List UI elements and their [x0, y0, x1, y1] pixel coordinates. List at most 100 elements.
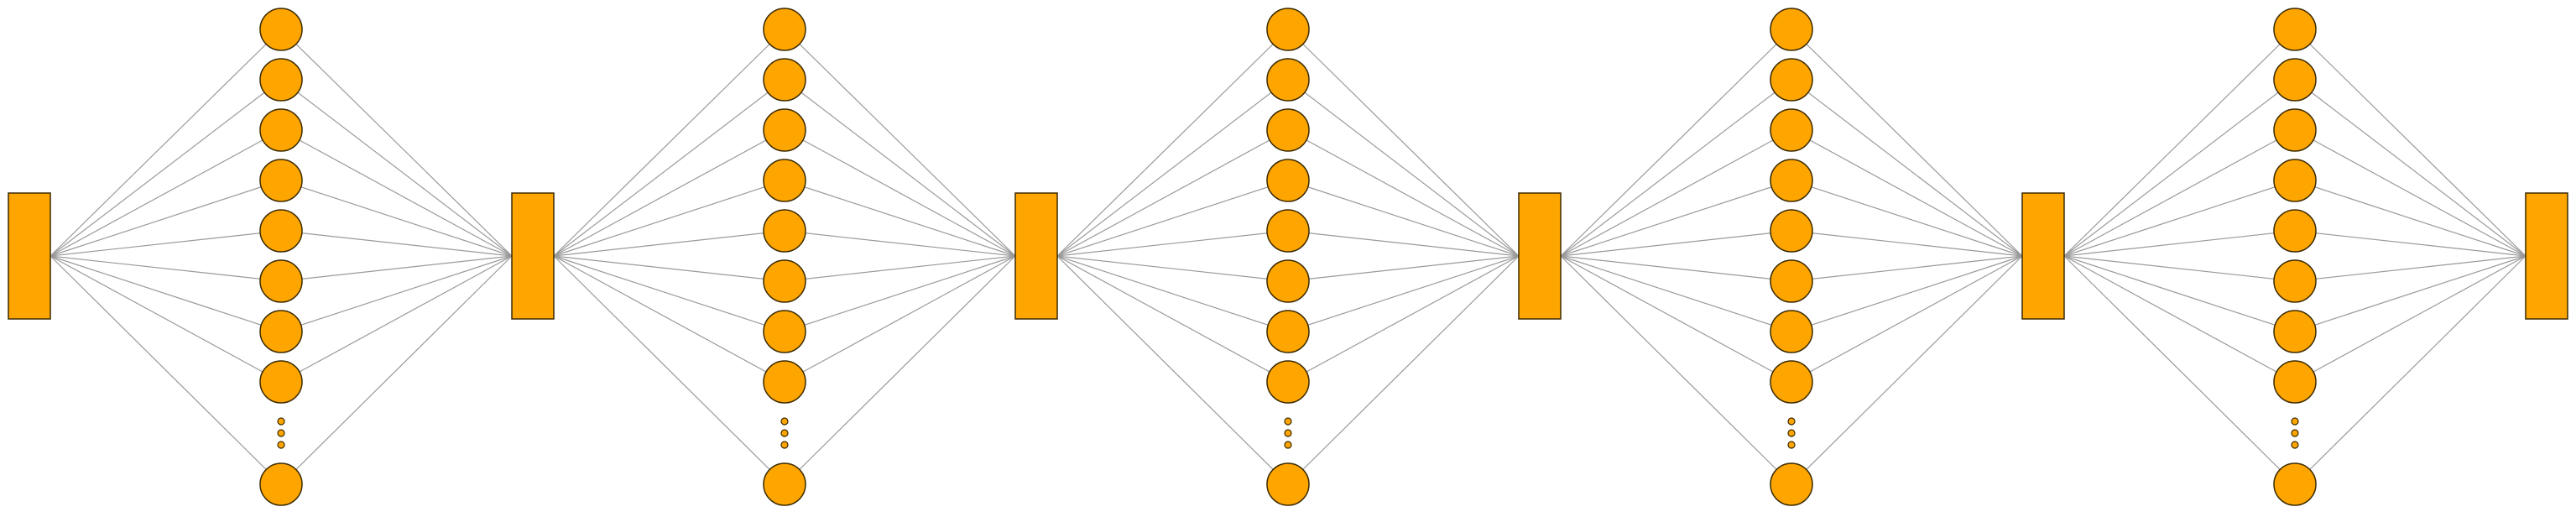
- edge: [280, 129, 513, 257]
- edge: [1287, 129, 1520, 257]
- edge: [280, 255, 513, 485]
- edge: [50, 230, 282, 257]
- ellipsis-dot: [780, 441, 789, 449]
- edge: [280, 180, 513, 257]
- edge: [1560, 255, 1792, 332]
- edge: [1791, 79, 2023, 257]
- edge: [1056, 180, 1289, 257]
- edge: [1791, 129, 2023, 257]
- neuron-node: [763, 8, 806, 51]
- neuron-node: [259, 209, 303, 253]
- edge: [1056, 230, 1289, 257]
- ellipsis-dot: [1787, 417, 1796, 426]
- edge: [2294, 79, 2526, 257]
- neuron-node: [1266, 108, 1310, 152]
- edge: [2063, 255, 2296, 332]
- edge: [1791, 255, 2023, 332]
- neuron-node: [259, 58, 303, 102]
- neuron-node: [1266, 8, 1310, 51]
- neuron-node: [259, 259, 303, 303]
- blocks: [8, 192, 2568, 320]
- edge: [1287, 29, 1520, 257]
- edge: [1791, 255, 2023, 383]
- neuron-node: [763, 108, 806, 152]
- edge: [1287, 255, 1520, 485]
- neuron-node: [1770, 462, 1813, 506]
- input-output-block: [2525, 192, 2568, 320]
- edge: [2294, 129, 2526, 257]
- neuron-node: [1266, 462, 1310, 506]
- neuron-node: [2273, 58, 2317, 102]
- neuron-node: [2273, 462, 2317, 506]
- ellipsis-dot: [1787, 429, 1796, 437]
- edge: [1560, 180, 1792, 257]
- edge: [280, 255, 513, 383]
- edge: [1056, 255, 1289, 332]
- neuron-node: [1266, 259, 1310, 303]
- neuron-node: [1266, 209, 1310, 253]
- edge: [2063, 255, 2296, 383]
- edge: [280, 29, 513, 257]
- neuron-node: [763, 360, 806, 404]
- neuron-node: [763, 159, 806, 202]
- edge: [1560, 230, 1792, 257]
- edge: [553, 180, 785, 257]
- edge: [1560, 255, 1792, 485]
- neuron-node: [259, 360, 303, 404]
- edge: [280, 230, 513, 257]
- neuron-node: [259, 310, 303, 353]
- edge: [2294, 255, 2526, 282]
- ellipsis-dot: [2291, 429, 2299, 437]
- input-output-block: [8, 192, 51, 320]
- edge: [2294, 180, 2526, 257]
- edge: [1791, 230, 2023, 257]
- ellipsis-dot: [1284, 429, 1292, 437]
- neuron-node: [763, 209, 806, 253]
- neuron-node: [1770, 209, 1813, 253]
- edge: [1560, 79, 1792, 257]
- ellipsis-dot: [780, 429, 789, 437]
- edge: [784, 255, 1016, 282]
- edge: [1560, 255, 1792, 282]
- edge: [1287, 180, 1520, 257]
- edge: [2294, 29, 2526, 257]
- edge: [784, 255, 1016, 383]
- edge: [1056, 29, 1289, 257]
- edge: [1287, 255, 1520, 282]
- neuron-node: [1770, 8, 1813, 51]
- edge: [784, 129, 1016, 257]
- neuron-node: [259, 159, 303, 202]
- input-output-block: [1014, 192, 1058, 320]
- edge: [1287, 255, 1520, 383]
- edge: [553, 255, 785, 332]
- edge: [784, 255, 1016, 485]
- neuron-node: [2273, 360, 2317, 404]
- ellipsis-dot: [277, 429, 285, 437]
- neuron-node: [1770, 108, 1813, 152]
- neuron-node: [2273, 108, 2317, 152]
- input-output-block: [1518, 192, 1562, 320]
- neuron-node: [1770, 259, 1813, 303]
- neuron-node: [2273, 310, 2317, 353]
- edge: [553, 79, 785, 257]
- ellipsis-dot: [1284, 441, 1292, 449]
- edge: [2294, 255, 2526, 332]
- edge: [1287, 79, 1520, 257]
- edge: [2294, 230, 2526, 257]
- ellipsis-dot: [277, 417, 285, 426]
- edge: [1791, 255, 2023, 485]
- edge: [280, 79, 513, 257]
- edge: [1791, 29, 2023, 257]
- ellipsis-dot: [2291, 417, 2299, 426]
- neuron-node: [2273, 8, 2317, 51]
- ellipsis-dot: [2291, 441, 2299, 449]
- neuron-node: [259, 108, 303, 152]
- edge: [50, 79, 282, 257]
- neuron-node: [1266, 159, 1310, 202]
- neuron-node: [2273, 159, 2317, 202]
- neuron-node: [1770, 310, 1813, 353]
- neuron-node: [1770, 58, 1813, 102]
- edge: [280, 255, 513, 332]
- edge: [2063, 29, 2296, 257]
